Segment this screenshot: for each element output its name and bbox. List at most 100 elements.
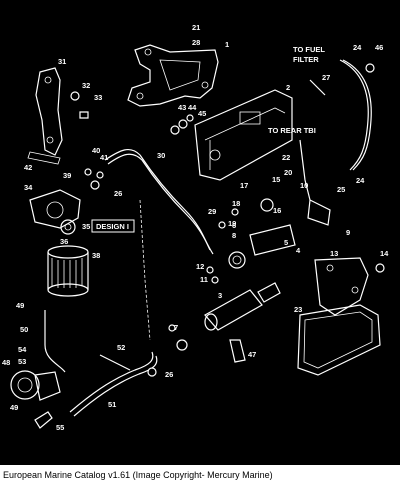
- callout-design: DESIGN I: [96, 222, 129, 231]
- part-num: 16: [273, 206, 281, 215]
- fitting-part-9: [307, 199, 331, 226]
- part-num: 32: [82, 81, 90, 90]
- part-num: 3: [218, 291, 222, 300]
- hose-51-edge: [73, 355, 158, 417]
- part-num: 38: [92, 251, 100, 260]
- part-num: 12: [196, 262, 204, 271]
- part-num: 36: [60, 237, 68, 246]
- part-num: 47: [248, 350, 256, 359]
- callout-to-fuel: TO FUEL: [293, 45, 325, 54]
- pump-housing-part-2: [194, 89, 293, 181]
- fitting-part-11: [211, 276, 219, 284]
- fuel-line-24-edge: [342, 59, 372, 171]
- fuel-line-50: [44, 310, 66, 373]
- electric-pump-part-3: [204, 282, 281, 331]
- part-num: 7: [174, 323, 178, 332]
- fitting-part-6: [176, 339, 188, 351]
- part-num: 13: [330, 249, 338, 258]
- part-num: 52: [117, 343, 125, 352]
- part-num: 30: [157, 151, 165, 160]
- part-num: 41: [100, 153, 108, 162]
- bolt-14: [375, 263, 385, 273]
- part-num: 44: [188, 103, 197, 112]
- part-num: 10: [300, 181, 308, 190]
- bolt-33: [79, 111, 89, 119]
- hose-30: [104, 148, 211, 251]
- fitting-part-16: [260, 198, 274, 212]
- bracket-part-31: [27, 67, 63, 165]
- part-num: 40: [92, 146, 100, 155]
- cover-part-23: [297, 304, 381, 376]
- bracket-part-1: [127, 44, 219, 107]
- part-num: 45: [198, 109, 206, 118]
- part-num: 20: [284, 168, 292, 177]
- washer-43: [178, 119, 188, 129]
- regulator-part-8: [228, 251, 246, 269]
- part-num: 27: [322, 73, 330, 82]
- part-num: 33: [94, 93, 102, 102]
- regulator-part-8-inner: [232, 255, 242, 265]
- fitting-part-26: [147, 367, 157, 377]
- part-num: 51: [108, 400, 116, 409]
- bracket-part-13: [314, 257, 369, 316]
- part-num: 11: [200, 275, 208, 284]
- part-num: 9: [346, 228, 350, 237]
- part-num: 28: [192, 38, 200, 47]
- fitting-part-7: [168, 324, 176, 332]
- fuel-filter-part-38: [47, 245, 89, 297]
- hose-30-edge: [107, 153, 214, 255]
- fitting-part-12: [206, 266, 214, 274]
- part-num: 35: [82, 222, 90, 231]
- part-num: 31: [58, 57, 66, 66]
- part-num: 2: [286, 83, 290, 92]
- part-num: 23: [294, 305, 302, 314]
- part-num: 42: [24, 163, 32, 172]
- pump-part-48: [10, 370, 61, 401]
- callout-filter: FILTER: [293, 55, 319, 64]
- part-num: 26: [114, 189, 122, 198]
- design-label-box: [91, 219, 135, 233]
- callout-to-rear-tbi: TO REAR TBI: [268, 126, 316, 135]
- part-num: 26: [165, 370, 173, 379]
- part-num: 1: [225, 40, 229, 49]
- part-num: 48: [2, 358, 10, 367]
- part-num: 34: [24, 183, 33, 192]
- washer-44: [186, 114, 194, 122]
- gasket-55: [34, 411, 53, 429]
- part-num: 18: [232, 199, 240, 208]
- part-num: 6: [232, 221, 236, 230]
- part-num: 24: [356, 176, 365, 185]
- part-num: 8: [232, 231, 236, 240]
- parts-diagram: TO FUEL FILTER TO REAR TBI DESIGN I 2 1 2…: [0, 0, 400, 465]
- cooler-part-10: [249, 224, 296, 256]
- filter-head-part-34: [29, 168, 104, 229]
- part-num: 14: [380, 249, 389, 258]
- part-num: 22: [282, 153, 290, 162]
- adapter-part-35: [60, 219, 76, 235]
- part-num: 49: [16, 301, 24, 310]
- part-num: 43: [178, 103, 186, 112]
- part-num: 19: [228, 219, 236, 228]
- washer-32: [70, 91, 80, 101]
- dashed-line-26: [139, 199, 151, 341]
- nut-45: [170, 125, 180, 135]
- part-num: 5: [284, 238, 288, 247]
- part-num: 50: [20, 325, 28, 334]
- part-num: 15: [272, 175, 280, 184]
- part-num: 49: [10, 403, 18, 412]
- part-num: 39: [63, 171, 71, 180]
- line-to-rear-tbi: [299, 139, 311, 201]
- part-num: 55: [56, 423, 64, 432]
- part-num: 29: [208, 207, 216, 216]
- exploded-view-svg: TO FUEL FILTER TO REAR TBI DESIGN I 2 1 2…: [2, 23, 389, 432]
- part-num: 24: [353, 43, 362, 52]
- part-47: [229, 339, 246, 363]
- part-num: 53: [18, 357, 26, 366]
- washer-19: [218, 221, 226, 229]
- hose-51: [69, 351, 154, 413]
- image-caption: European Marine Catalog v1.61 (Image Cop…: [0, 465, 400, 485]
- part-num: 25: [337, 185, 345, 194]
- part-num: 46: [375, 43, 383, 52]
- fuel-line-24: [339, 59, 369, 171]
- tie-27: [309, 79, 326, 96]
